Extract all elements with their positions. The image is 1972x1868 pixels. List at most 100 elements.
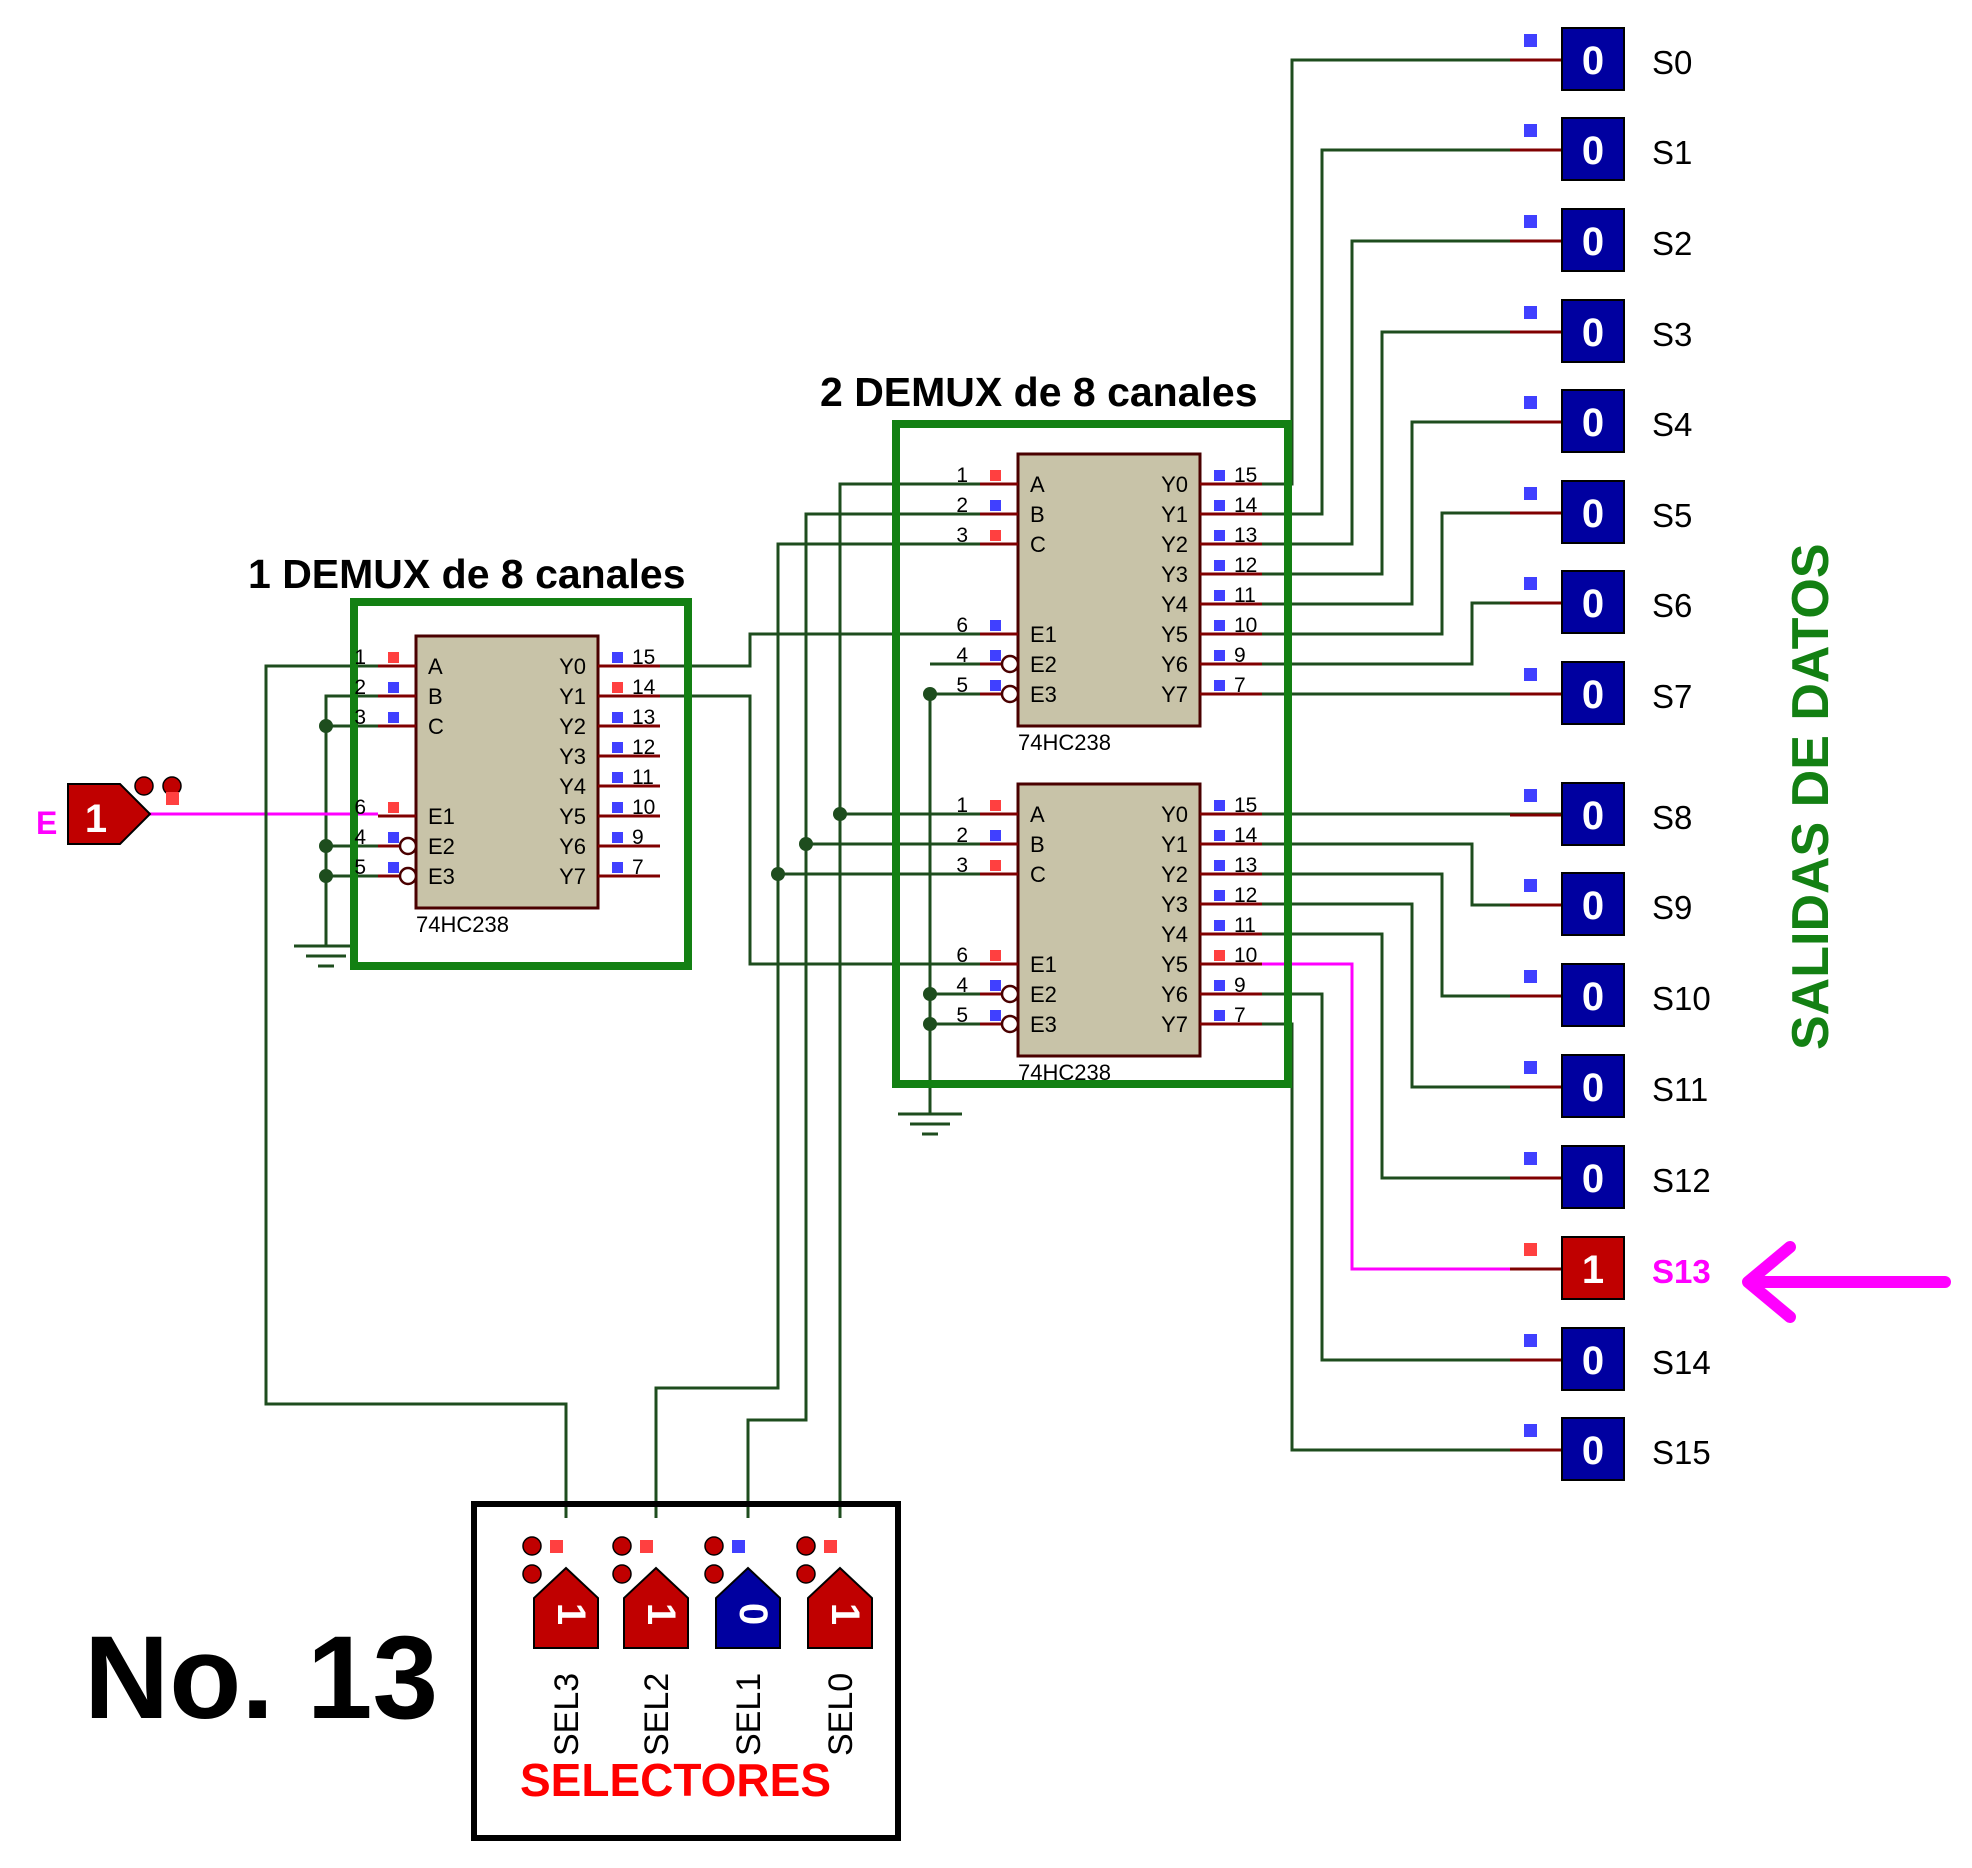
wire-sel0 bbox=[838, 482, 980, 1518]
wire-out-2 bbox=[1262, 239, 1562, 546]
junction-dot bbox=[319, 869, 333, 883]
wires-layer bbox=[150, 58, 1562, 1518]
logic-state-indicator bbox=[1214, 680, 1225, 691]
pin-number: 7 bbox=[1234, 674, 1246, 697]
pin-label: Y3 bbox=[1161, 892, 1188, 917]
output-probe-s10[interactable]: 0 bbox=[1510, 963, 1625, 1027]
toggle-icon[interactable] bbox=[796, 1536, 816, 1556]
output-label: S14 bbox=[1652, 1344, 1711, 1381]
source-body bbox=[533, 1566, 599, 1649]
toggle-icon[interactable] bbox=[704, 1536, 724, 1556]
output-probe-s2[interactable]: 0 bbox=[1510, 208, 1625, 272]
ground-icon bbox=[898, 1094, 962, 1136]
wire-gnd2 bbox=[928, 692, 980, 1104]
enable-input-source[interactable]: 1E bbox=[36, 776, 182, 845]
pin-label: Y6 bbox=[1161, 652, 1188, 677]
output-probe-s13[interactable]: 1 bbox=[1510, 1236, 1625, 1300]
selector-label: SEL1 bbox=[730, 1673, 768, 1756]
pin-number: 4 bbox=[956, 644, 968, 667]
source-value: 0 bbox=[731, 1603, 775, 1625]
junction-dot bbox=[771, 867, 785, 881]
output-probe-s0[interactable]: 0 bbox=[1510, 27, 1625, 91]
probe-box bbox=[1561, 1054, 1625, 1118]
logic-state-indicator bbox=[990, 680, 1001, 691]
output-probe-s4[interactable]: 0 bbox=[1510, 389, 1625, 453]
chip-body bbox=[414, 634, 600, 910]
probe-box bbox=[1561, 872, 1625, 936]
logic-state-indicator bbox=[1524, 34, 1537, 47]
pin-label: Y5 bbox=[559, 804, 586, 829]
output-probe-s15[interactable]: 0 bbox=[1510, 1417, 1625, 1481]
output-probe-s5[interactable]: 0 bbox=[1510, 480, 1625, 544]
pin-number: 6 bbox=[956, 614, 968, 637]
pin-label: C bbox=[1030, 532, 1046, 557]
pin-number: 5 bbox=[354, 856, 366, 879]
pin-number: 2 bbox=[354, 676, 366, 699]
toggle-icon[interactable] bbox=[612, 1564, 632, 1584]
output-label: S7 bbox=[1652, 678, 1692, 715]
logic-state-indicator bbox=[1214, 650, 1225, 661]
pin-label: E1 bbox=[1030, 622, 1057, 647]
logic-state-indicator bbox=[1524, 1152, 1537, 1165]
logic-state-indicator bbox=[612, 832, 623, 843]
probe-value: 0 bbox=[1582, 492, 1604, 536]
output-probe-s3[interactable]: 0 bbox=[1510, 299, 1625, 363]
logic-state-indicator bbox=[1524, 487, 1537, 500]
toggle-icon[interactable] bbox=[522, 1536, 542, 1556]
probe-box bbox=[1561, 1417, 1625, 1481]
logic-state-indicator bbox=[1214, 860, 1225, 871]
toggle-icon[interactable] bbox=[612, 1536, 632, 1556]
pin-number: 10 bbox=[1234, 614, 1257, 637]
logic-state-indicator bbox=[1214, 470, 1225, 481]
pin-number: 10 bbox=[632, 796, 655, 819]
inversion-bubble bbox=[1000, 984, 1020, 1004]
wire-out-3 bbox=[1262, 330, 1562, 576]
probe-value: 0 bbox=[1582, 401, 1604, 445]
pin-label: Y3 bbox=[559, 744, 586, 769]
logic-state-indicator bbox=[1524, 970, 1537, 983]
pin-number: 13 bbox=[1234, 854, 1257, 877]
source-body bbox=[715, 1566, 781, 1649]
toggle-icon[interactable] bbox=[796, 1564, 816, 1584]
toggle-icon[interactable] bbox=[134, 776, 154, 796]
probe-box bbox=[1561, 208, 1625, 272]
output-probe-s12[interactable]: 0 bbox=[1510, 1145, 1625, 1209]
output-label: S15 bbox=[1652, 1434, 1711, 1471]
probe-value: 0 bbox=[1582, 1157, 1604, 1201]
toggle-icon[interactable] bbox=[704, 1564, 724, 1584]
output-probe-s9[interactable]: 0 bbox=[1510, 872, 1625, 936]
ground-icon bbox=[294, 926, 358, 968]
output-label: S3 bbox=[1652, 316, 1692, 353]
output-probe-s11[interactable]: 0 bbox=[1510, 1054, 1625, 1118]
logic-state-indicator bbox=[388, 682, 399, 693]
s13-arrow-icon bbox=[1742, 1241, 1951, 1323]
output-probe-s14[interactable]: 0 bbox=[1510, 1327, 1625, 1391]
output-probe-s7[interactable]: 0 bbox=[1510, 661, 1625, 725]
output-probe-s6[interactable]: 0 bbox=[1510, 570, 1625, 634]
pin-number: 11 bbox=[1234, 914, 1256, 937]
source-value: 1 bbox=[823, 1603, 867, 1625]
pin-label: Y4 bbox=[1161, 922, 1188, 947]
junction-dot bbox=[923, 687, 937, 701]
probe-value: 0 bbox=[1582, 582, 1604, 626]
pin-label: Y6 bbox=[559, 834, 586, 859]
output-label: S8 bbox=[1652, 799, 1692, 836]
toggle-icon[interactable] bbox=[522, 1564, 542, 1584]
output-probe-s1[interactable]: 0 bbox=[1510, 117, 1625, 181]
logic-state-indicator bbox=[640, 1540, 653, 1553]
logic-state-indicator bbox=[612, 772, 623, 783]
pin-number: 1 bbox=[956, 464, 968, 487]
probe-value: 0 bbox=[1582, 129, 1604, 173]
wire-out-10 bbox=[1262, 872, 1562, 998]
wire-sel2 bbox=[654, 542, 980, 1518]
pin-label: E1 bbox=[428, 804, 455, 829]
pin-label: Y4 bbox=[559, 774, 586, 799]
output-probe-s8[interactable]: 0 bbox=[1510, 782, 1625, 846]
logic-state-indicator bbox=[612, 802, 623, 813]
probe-value: 0 bbox=[1582, 975, 1604, 1019]
